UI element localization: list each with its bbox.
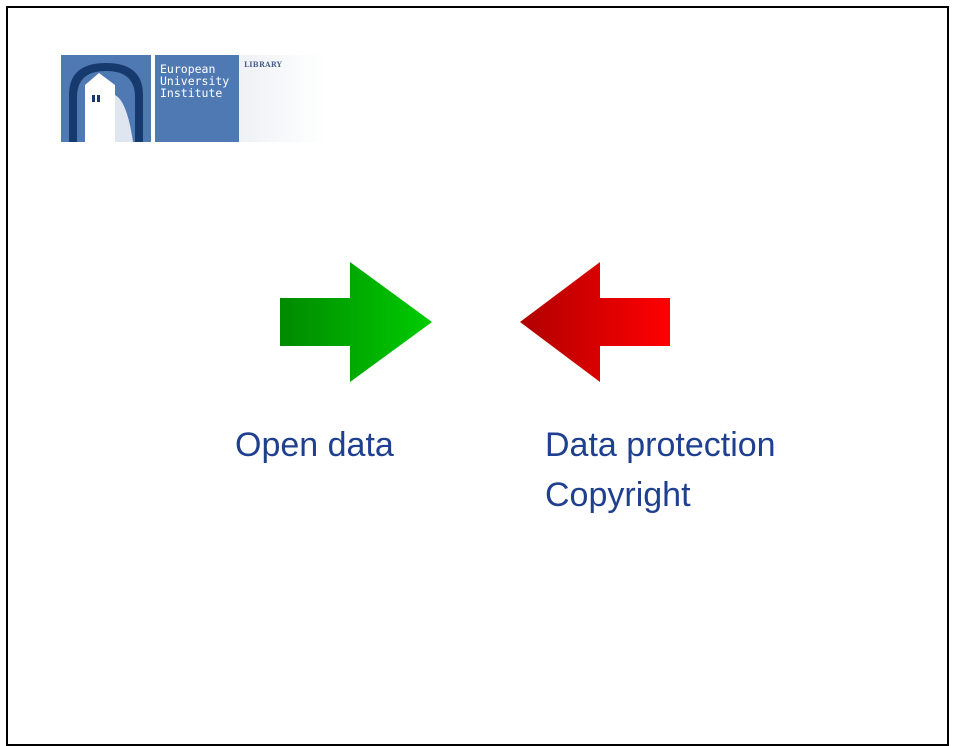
open-data-label: Open data bbox=[235, 426, 394, 464]
logo-fade bbox=[239, 55, 326, 142]
data-protection-label: Data protection bbox=[545, 426, 776, 464]
logo-library-label: LIBRARY bbox=[244, 60, 283, 69]
eui-library-logo: European University Institute LIBRARY bbox=[61, 55, 326, 142]
logo-name-box: European University Institute bbox=[155, 55, 239, 142]
red-left-arrow-icon bbox=[520, 262, 670, 382]
logo-institution-name: European University Institute bbox=[160, 62, 230, 100]
slide: European University Institute LIBRARY Op… bbox=[6, 6, 949, 746]
building-tower-icon bbox=[61, 55, 151, 142]
copyright-label: Copyright bbox=[545, 476, 691, 514]
green-right-arrow-icon bbox=[280, 262, 432, 382]
